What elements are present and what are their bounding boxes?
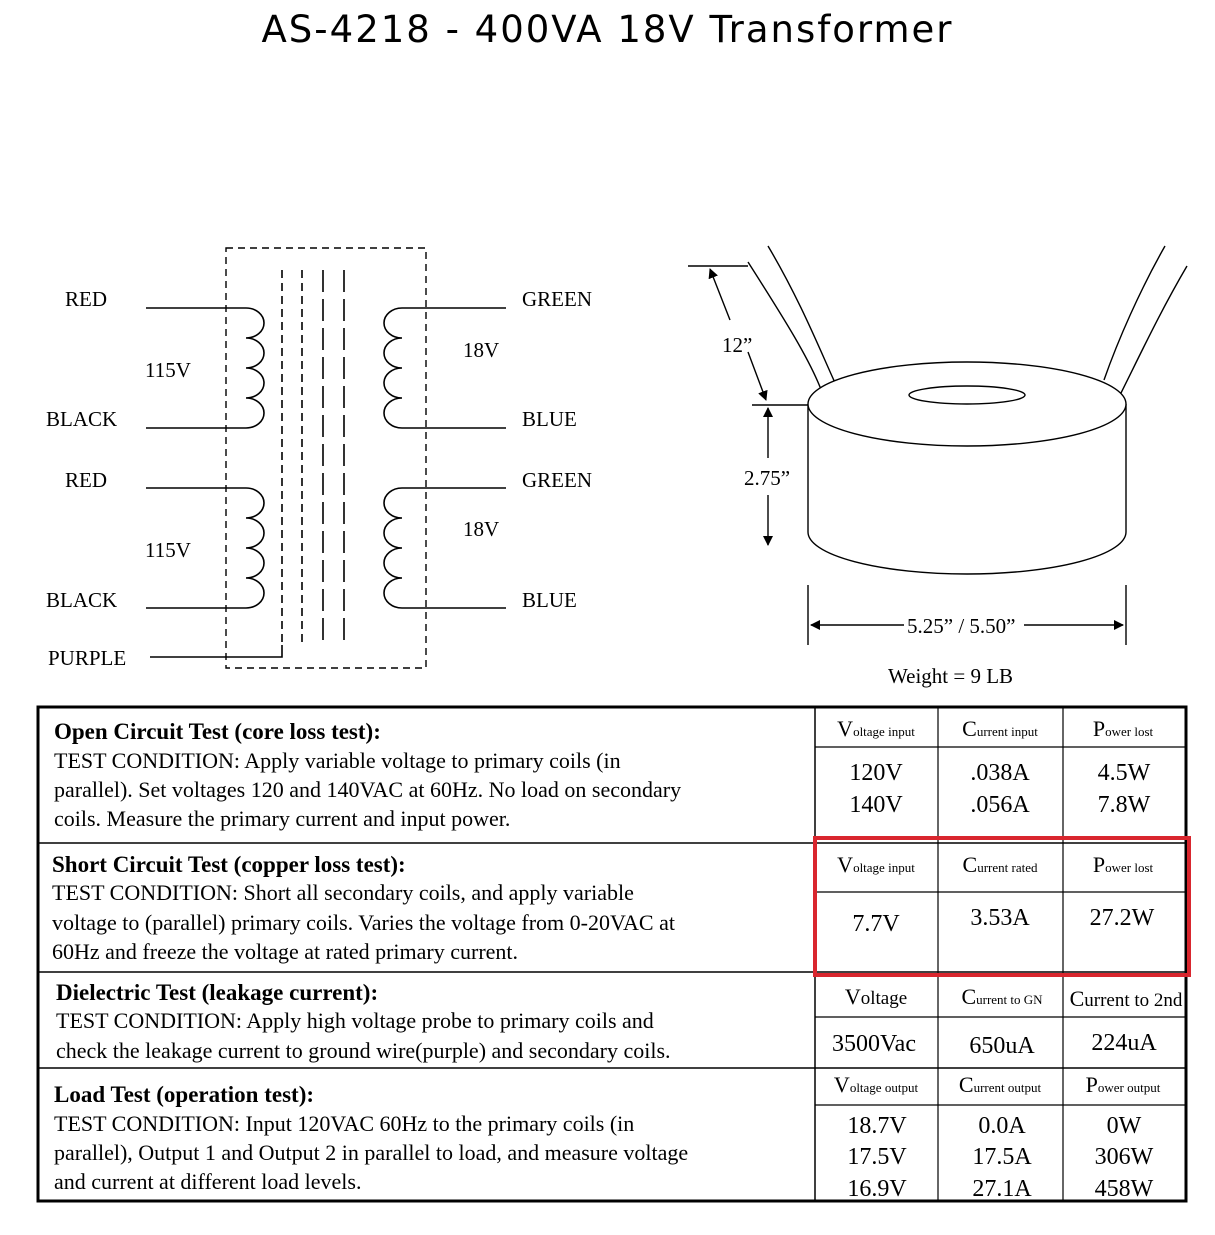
column-header: Power output [1086, 1072, 1161, 1097]
column-header: Current rated [963, 852, 1038, 877]
column-header: Voltage [845, 984, 907, 1009]
test-condition-line: check the leakage current to ground wire… [56, 1038, 671, 1063]
table-cell: 17.5A [972, 1144, 1032, 1170]
table-cell: .056A [970, 792, 1030, 818]
test-heading: Load Test (operation test): [54, 1082, 314, 1107]
test-table: Open Circuit Test (core loss test): TEST… [36, 705, 1191, 1203]
label-blue-top: BLUE [522, 407, 577, 431]
test-load: Load Test (operation test): TEST CONDITI… [54, 1072, 1161, 1202]
table-cell: 140V [849, 792, 903, 818]
test-condition-line: 60Hz and freeze the voltage at rated pri… [52, 939, 518, 964]
test-condition-line: TEST CONDITION: Apply high voltage probe… [56, 1008, 654, 1033]
table-cell: 306W [1095, 1144, 1154, 1170]
table-cell: 0.0A [978, 1113, 1026, 1139]
test-heading: Open Circuit Test (core loss test): [54, 719, 381, 744]
test-condition-line: parallel). Set voltages 120 and 140VAC a… [54, 777, 681, 802]
test-condition-line: TEST CONDITION: Short all secondary coil… [52, 880, 634, 905]
table-cell: 0W [1107, 1113, 1142, 1139]
primary-bottom-coil [245, 487, 265, 609]
label-115v-top: 115V [145, 358, 191, 382]
label-green-bottom: GREEN [522, 468, 592, 492]
dim-height: 2.75” [744, 466, 790, 490]
table-cell: 458W [1095, 1176, 1154, 1202]
table-cell: 3.53A [970, 905, 1030, 931]
table-cell: .038A [970, 760, 1030, 786]
dim-lead-length: 12” [722, 333, 752, 357]
primary-top-coil [245, 307, 265, 429]
lead-wire-right [1103, 245, 1188, 396]
label-purple: PURPLE [48, 646, 126, 670]
column-header: Current to GN [961, 984, 1043, 1009]
column-header: Power lost [1093, 852, 1154, 877]
test-open-circuit: Open Circuit Test (core loss test): TEST… [54, 716, 1154, 831]
label-black-bottom: BLACK [46, 588, 117, 612]
test-dielectric: Dielectric Test (leakage current): TEST … [56, 980, 1183, 1063]
table-cell: 650uA [969, 1033, 1035, 1059]
table-cell: 4.5W [1098, 760, 1151, 786]
table-cell: 27.1A [972, 1176, 1032, 1202]
test-condition-line: parallel), Output 1 and Output 2 in para… [54, 1140, 688, 1165]
table-cell: 27.2W [1090, 905, 1155, 931]
label-green-top: GREEN [522, 287, 592, 311]
schematic-labels: RED 115V BLACK RED 115V BLACK PURPLE GRE… [46, 287, 592, 670]
column-header: Current output [959, 1072, 1042, 1097]
highlight-box [813, 836, 1191, 977]
table-cell: 7.8W [1098, 792, 1151, 818]
label-red-top: RED [65, 287, 107, 311]
test-condition-line: coils. Measure the primary current and i… [54, 806, 510, 831]
dimension-markers [688, 265, 1127, 645]
test-condition-line: TEST CONDITION: Input 120VAC 60Hz to the… [54, 1111, 634, 1136]
secondary-top-coil [383, 307, 403, 429]
enclosure-outline [225, 247, 427, 669]
table-cell: 17.5V [847, 1144, 907, 1170]
column-header: Voltage output [834, 1072, 919, 1097]
test-heading: Dielectric Test (leakage current): [56, 980, 378, 1005]
test-condition-line: TEST CONDITION: Apply variable voltage t… [54, 748, 621, 773]
test-condition-line: and current at different load levels. [54, 1169, 361, 1194]
table-cell: 18.7V [847, 1113, 907, 1139]
toroid-drawing [747, 245, 1188, 575]
toroid-body [807, 404, 1127, 575]
label-blue-bottom: BLUE [522, 588, 577, 612]
column-header: Power lost [1093, 716, 1154, 741]
test-short-circuit: Short Circuit Test (copper loss test): T… [52, 852, 1155, 964]
table-cell: 3500Vac [832, 1031, 916, 1057]
column-header: Voltage input [837, 716, 915, 741]
page-title: AS-4218 - 400VA 18V Transformer [261, 8, 954, 51]
label-18v-top: 18V [463, 338, 499, 362]
column-header: Current input [962, 716, 1038, 741]
test-condition-line: voltage to (parallel) primary coils. Var… [52, 910, 675, 935]
test-heading: Short Circuit Test (copper loss test): [52, 852, 406, 877]
ground-wire-purple [150, 645, 283, 658]
lead-wire-left [747, 245, 837, 393]
table-cell: 120V [849, 760, 903, 786]
label-red-bottom: RED [65, 468, 107, 492]
column-header: Current to 2nd [1070, 986, 1183, 1011]
label-black-top: BLACK [46, 407, 117, 431]
wiring-schematic [146, 247, 506, 669]
label-18v-bottom: 18V [463, 517, 499, 541]
toroid-center-hole [908, 385, 1026, 405]
dim-arrow-lead [708, 268, 731, 321]
table-cell: 7.7V [852, 911, 900, 937]
column-header: Voltage input [837, 852, 915, 877]
label-115v-bottom: 115V [145, 538, 191, 562]
dimension-labels: 12” 2.75” 5.25” / 5.50” Weight = 9 LB [722, 333, 1015, 688]
weight-label: Weight = 9 LB [888, 664, 1013, 688]
table-cell: 16.9V [847, 1176, 907, 1202]
table-cell: 224uA [1091, 1030, 1157, 1056]
secondary-bottom-coil [383, 487, 403, 609]
dim-diameter: 5.25” / 5.50” [907, 614, 1015, 638]
